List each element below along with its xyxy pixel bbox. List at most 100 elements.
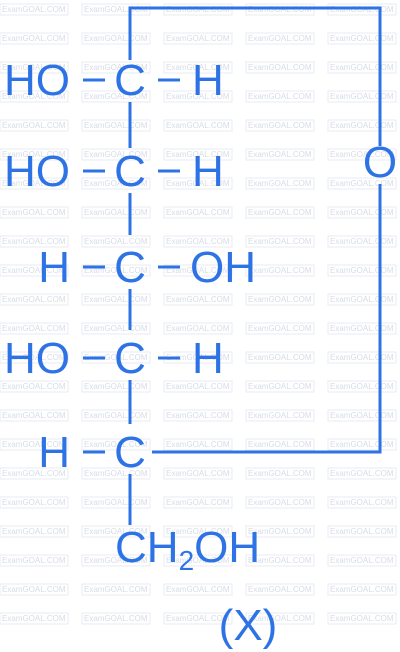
row1-carbon: C: [114, 56, 146, 105]
watermark-box: [0, 380, 69, 393]
watermark-text: ExamGOAL.COM: [166, 440, 230, 449]
watermark-box: [0, 3, 69, 16]
watermark-text: ExamGOAL.COM: [166, 556, 230, 565]
watermark-text: ExamGOAL.COM: [166, 237, 230, 246]
watermark-box: [245, 467, 315, 480]
watermark-box: [245, 525, 315, 538]
watermark-box: [81, 554, 151, 567]
watermark-box: [163, 380, 233, 393]
watermark-text: ExamGOAL.COM: [166, 121, 230, 130]
watermark-text: ExamGOAL.COM: [330, 324, 394, 333]
watermark-box: [0, 583, 69, 596]
watermark-box: [327, 496, 397, 509]
watermark-box: [327, 293, 397, 306]
watermark-box: [0, 612, 69, 625]
watermark-text: ExamGOAL.COM: [84, 208, 148, 217]
watermark-text: ExamGOAL.COM: [248, 585, 312, 594]
watermark-box: [0, 206, 69, 219]
row4-right-group: H: [192, 334, 224, 383]
watermark-box: [81, 438, 151, 451]
watermark-box: [327, 583, 397, 596]
watermark-box: [81, 409, 151, 422]
watermark-text: ExamGOAL.COM: [2, 353, 66, 362]
watermark-box: [81, 525, 151, 538]
watermark-text: ExamGOAL.COM: [2, 498, 66, 507]
watermark-box: [163, 409, 233, 422]
row5-carbon: C: [114, 428, 146, 477]
watermark-box: [163, 496, 233, 509]
watermark-box: [327, 90, 397, 103]
watermark-text: ExamGOAL.COM: [248, 382, 312, 391]
watermark-box: [327, 264, 397, 277]
watermark-text: ExamGOAL.COM: [84, 440, 148, 449]
watermark-text: ExamGOAL.COM: [248, 208, 312, 217]
watermark-box: [327, 235, 397, 248]
watermark-box: [245, 235, 315, 248]
watermark-box: [245, 206, 315, 219]
row4-carbon: C: [114, 334, 146, 383]
watermark-box: [245, 409, 315, 422]
watermark-text: ExamGOAL.COM: [84, 556, 148, 565]
watermark-box: [163, 525, 233, 538]
watermark-text: ExamGOAL.COM: [248, 527, 312, 536]
row3-right-group: OH: [190, 243, 256, 292]
watermark-text: ExamGOAL.COM: [330, 498, 394, 507]
watermark-text: ExamGOAL.COM: [248, 440, 312, 449]
watermark-box: [0, 554, 69, 567]
watermark-box: [163, 235, 233, 248]
watermark-box: [81, 177, 151, 190]
watermark-box: [327, 525, 397, 538]
watermark-text: ExamGOAL.COM: [2, 34, 66, 43]
compound-label: (X): [219, 601, 278, 650]
watermark-text: ExamGOAL.COM: [248, 266, 312, 275]
watermark-box: [245, 322, 315, 335]
watermark-text: ExamGOAL.COM: [330, 614, 394, 623]
watermark-box: [0, 90, 69, 103]
watermark-box: [0, 177, 69, 190]
ring-bond-bottom: [152, 184, 382, 454]
watermark-text: ExamGOAL.COM: [84, 63, 148, 72]
watermark-box: [245, 119, 315, 132]
watermark-box: [0, 467, 69, 480]
watermark-box: [163, 583, 233, 596]
watermark-box: [81, 119, 151, 132]
watermark-text: ExamGOAL.COM: [248, 295, 312, 304]
watermark-box: [81, 61, 151, 74]
watermark-box: [245, 612, 315, 625]
watermark-text: ExamGOAL.COM: [2, 556, 66, 565]
watermark-box: [163, 32, 233, 45]
watermark-text: ExamGOAL.COM: [166, 527, 230, 536]
watermark-box: [327, 119, 397, 132]
watermark-text: ExamGOAL.COM: [2, 237, 66, 246]
watermark-box: [0, 32, 69, 45]
watermark-text: ExamGOAL.COM: [248, 556, 312, 565]
watermark-text: ExamGOAL.COM: [2, 527, 66, 536]
watermark-box: [163, 612, 233, 625]
row1-right-group: H: [192, 56, 224, 105]
watermark-box: [81, 264, 151, 277]
watermark-text: ExamGOAL.COM: [248, 353, 312, 362]
ch2oh-subscript: 2: [179, 545, 195, 576]
watermark-box: [0, 148, 69, 161]
watermark-box: [81, 293, 151, 306]
watermark-box: [81, 467, 151, 480]
watermark-box: [245, 554, 315, 567]
watermark-box: [81, 496, 151, 509]
watermark-text: ExamGOAL.COM: [84, 237, 148, 246]
watermark-box: [327, 612, 397, 625]
watermark-box: [0, 496, 69, 509]
watermark-text: ExamGOAL.COM: [2, 614, 66, 623]
watermark-text: ExamGOAL.COM: [84, 411, 148, 420]
watermark-text: ExamGOAL.COM: [2, 585, 66, 594]
watermark-box: [327, 322, 397, 335]
watermark-text: ExamGOAL.COM: [84, 295, 148, 304]
watermark-text: ExamGOAL.COM: [166, 34, 230, 43]
watermark-box: [327, 380, 397, 393]
watermark-box: [327, 438, 397, 451]
watermark-text: ExamGOAL.COM: [166, 614, 230, 623]
watermark-text: ExamGOAL.COM: [248, 63, 312, 72]
watermark-text: ExamGOAL.COM: [330, 237, 394, 246]
watermark-box: [81, 351, 151, 364]
watermark-box: [81, 90, 151, 103]
